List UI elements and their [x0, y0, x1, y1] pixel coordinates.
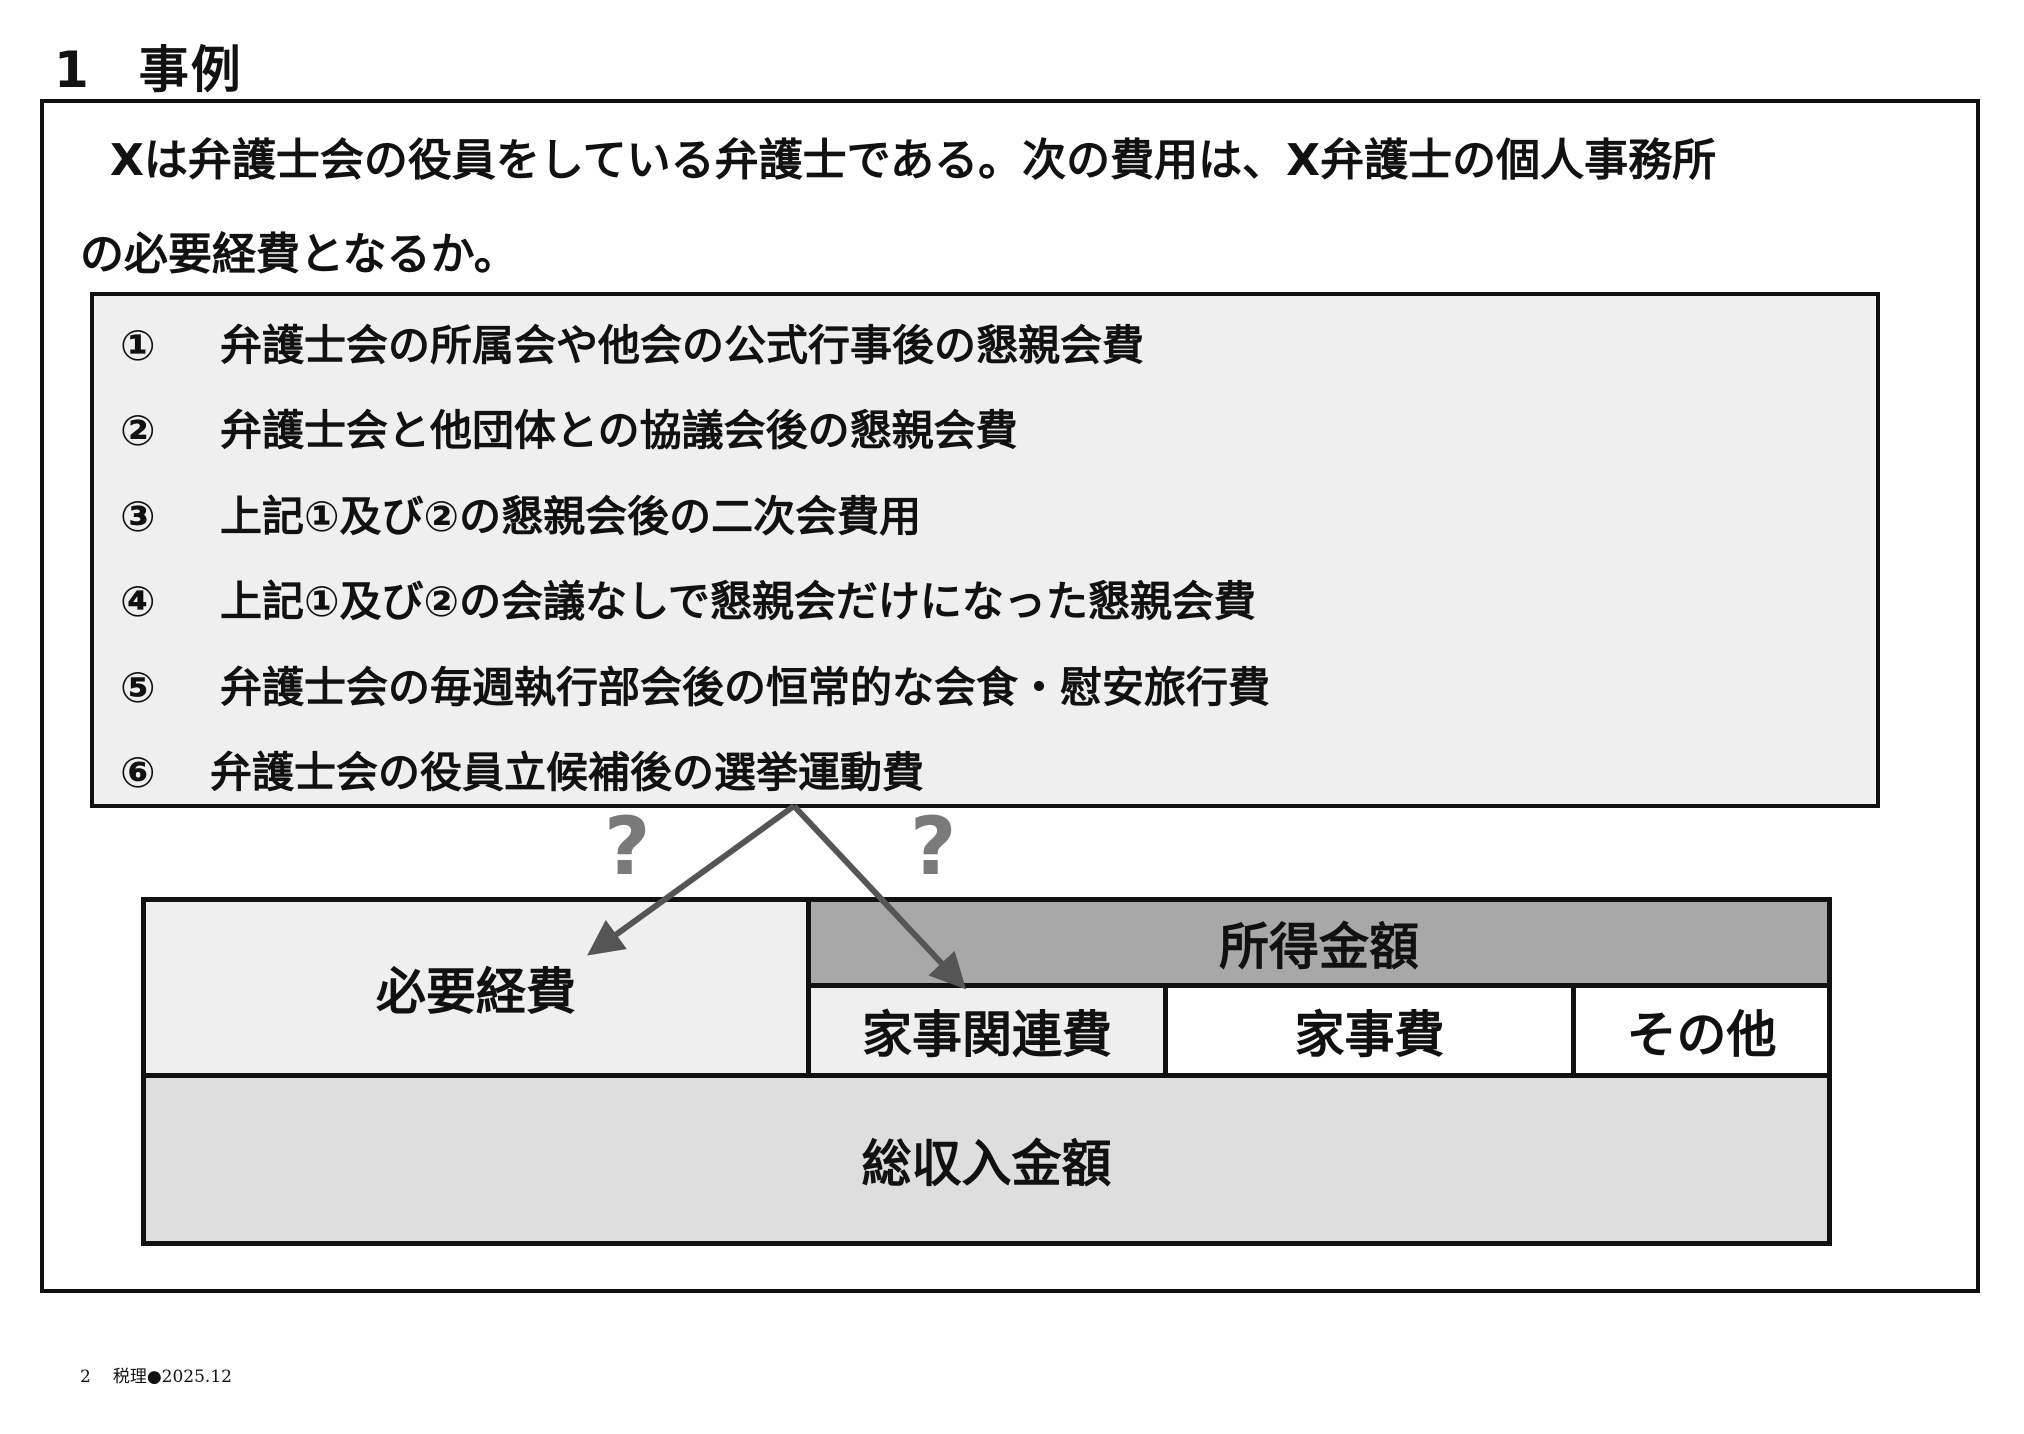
section-number: 1	[54, 41, 91, 99]
total-revenue-cell: 総収入金額	[146, 1073, 1827, 1241]
other-cell: その他	[1576, 988, 1827, 1073]
case-box	[40, 99, 1980, 1293]
section-title: 事例	[138, 41, 243, 99]
household-related-cell: 家事関連費	[811, 988, 1168, 1073]
item-number: ⑥	[120, 748, 156, 797]
arrow-to-necessary-expenses	[587, 803, 796, 956]
list-item: ⑤ 弁護士会の毎週執行部会後の恒常的な会食・慰安旅行費	[120, 654, 1270, 715]
item-text: 弁護士会の毎週執行部会後の恒常的な会食・慰安旅行費	[220, 663, 1271, 712]
item-number: ④	[120, 577, 156, 626]
item-number: ③	[120, 492, 156, 541]
item-text: 上記①及び②の会議なしで懇親会だけになった懇親会費	[220, 577, 1256, 626]
household-expense-cell: 家事費	[1168, 988, 1576, 1073]
expense-list: ① 弁護士会の所属会や他会の公式行事後の懇親会費 ② 弁護士会と他団体との協議会後の…	[90, 292, 1880, 808]
question-line-1: Xは弁護士会の役員をしている弁護士である。次の費用は、X弁護士の個人事務所	[110, 135, 1717, 186]
arrow-to-household-related	[791, 803, 967, 990]
list-item: ② 弁護士会と他団体との協議会後の懇親会費	[120, 397, 1018, 458]
list-item: ① 弁護士会の所属会や他会の公式行事後の懇親会費	[120, 312, 1144, 373]
necessary-expenses-cell: 必要経費	[146, 902, 811, 1073]
item-number: ②	[120, 406, 156, 455]
item-text: 弁護士会と他団体との協議会後の懇親会費	[220, 406, 1018, 455]
question-mark-right: ?	[910, 800, 957, 893]
item-text: 弁護士会の所属会や他会の公式行事後の懇親会費	[220, 321, 1145, 370]
question-mark-left: ?	[604, 800, 651, 893]
item-text: 弁護士会の役員立候補後の選挙運動費	[210, 748, 925, 797]
question-line-2: の必要経費となるか。	[80, 229, 518, 280]
item-text: 上記①及び②の懇親会後の二次会費用	[220, 492, 922, 541]
footer: 2 税理●2025.12	[80, 1362, 232, 1387]
page-number: 2	[80, 1367, 91, 1387]
list-item: ③ 上記①及び②の懇親会後の二次会費用	[120, 483, 921, 544]
publication-label: 税理●2025.12	[112, 1367, 232, 1387]
item-number: ⑤	[120, 663, 156, 712]
income-amount-cell: 所得金額	[811, 902, 1827, 988]
income-diagram: 必要経費 所得金額 家事関連費 家事費 その他 総収入金額	[141, 897, 1832, 1246]
list-item: ⑥ 弁護士会の役員立候補後の選挙運動費	[120, 739, 924, 800]
section-heading: 1 事例	[54, 30, 243, 102]
list-item: ④ 上記①及び②の会議なしで懇親会だけになった懇親会費	[120, 568, 1256, 629]
item-number: ①	[120, 321, 156, 370]
